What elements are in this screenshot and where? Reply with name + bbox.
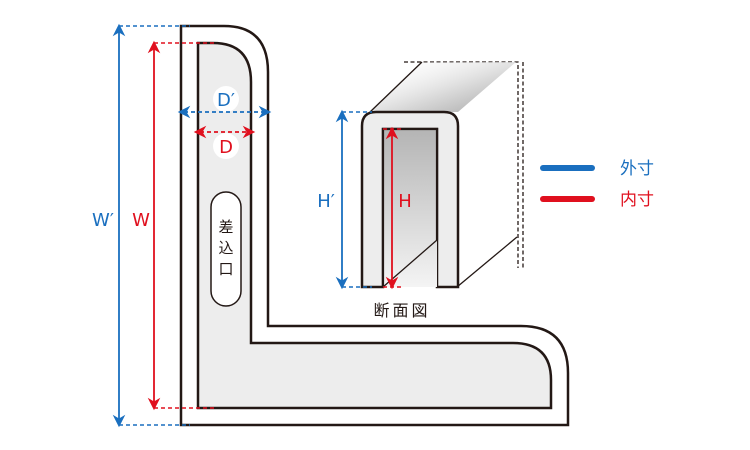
section-depth-edge-top	[369, 61, 423, 113]
d-outer-label: D′	[217, 90, 235, 111]
insert-port-char-1: 差	[218, 218, 233, 236]
frame-inner-channel	[196, 41, 553, 410]
section-u-profile	[360, 110, 460, 289]
section-back-dashed-outline	[404, 61, 524, 268]
d-inner-label: D	[219, 137, 233, 158]
legend-outer-label: 外寸	[620, 159, 654, 179]
section-top-surface	[370, 62, 516, 112]
insert-port-char-3: 口	[218, 260, 233, 278]
legend-inner-label: 内寸	[620, 190, 654, 210]
h-inner-label: H	[398, 191, 412, 212]
d-inner-label-bg	[213, 133, 239, 159]
d-outer-label-bg	[213, 86, 239, 112]
w-inner-label: W	[132, 210, 150, 231]
legend: 外寸 内寸	[540, 159, 654, 210]
cross-section-caption: 断面図	[373, 301, 430, 320]
insert-port-char-2: 込	[218, 239, 233, 257]
w-outer-label: W′	[92, 210, 114, 231]
insert-port-slot	[210, 191, 242, 307]
h-outer-label: H′	[317, 191, 335, 212]
section-depth-edge-outer	[456, 236, 518, 288]
